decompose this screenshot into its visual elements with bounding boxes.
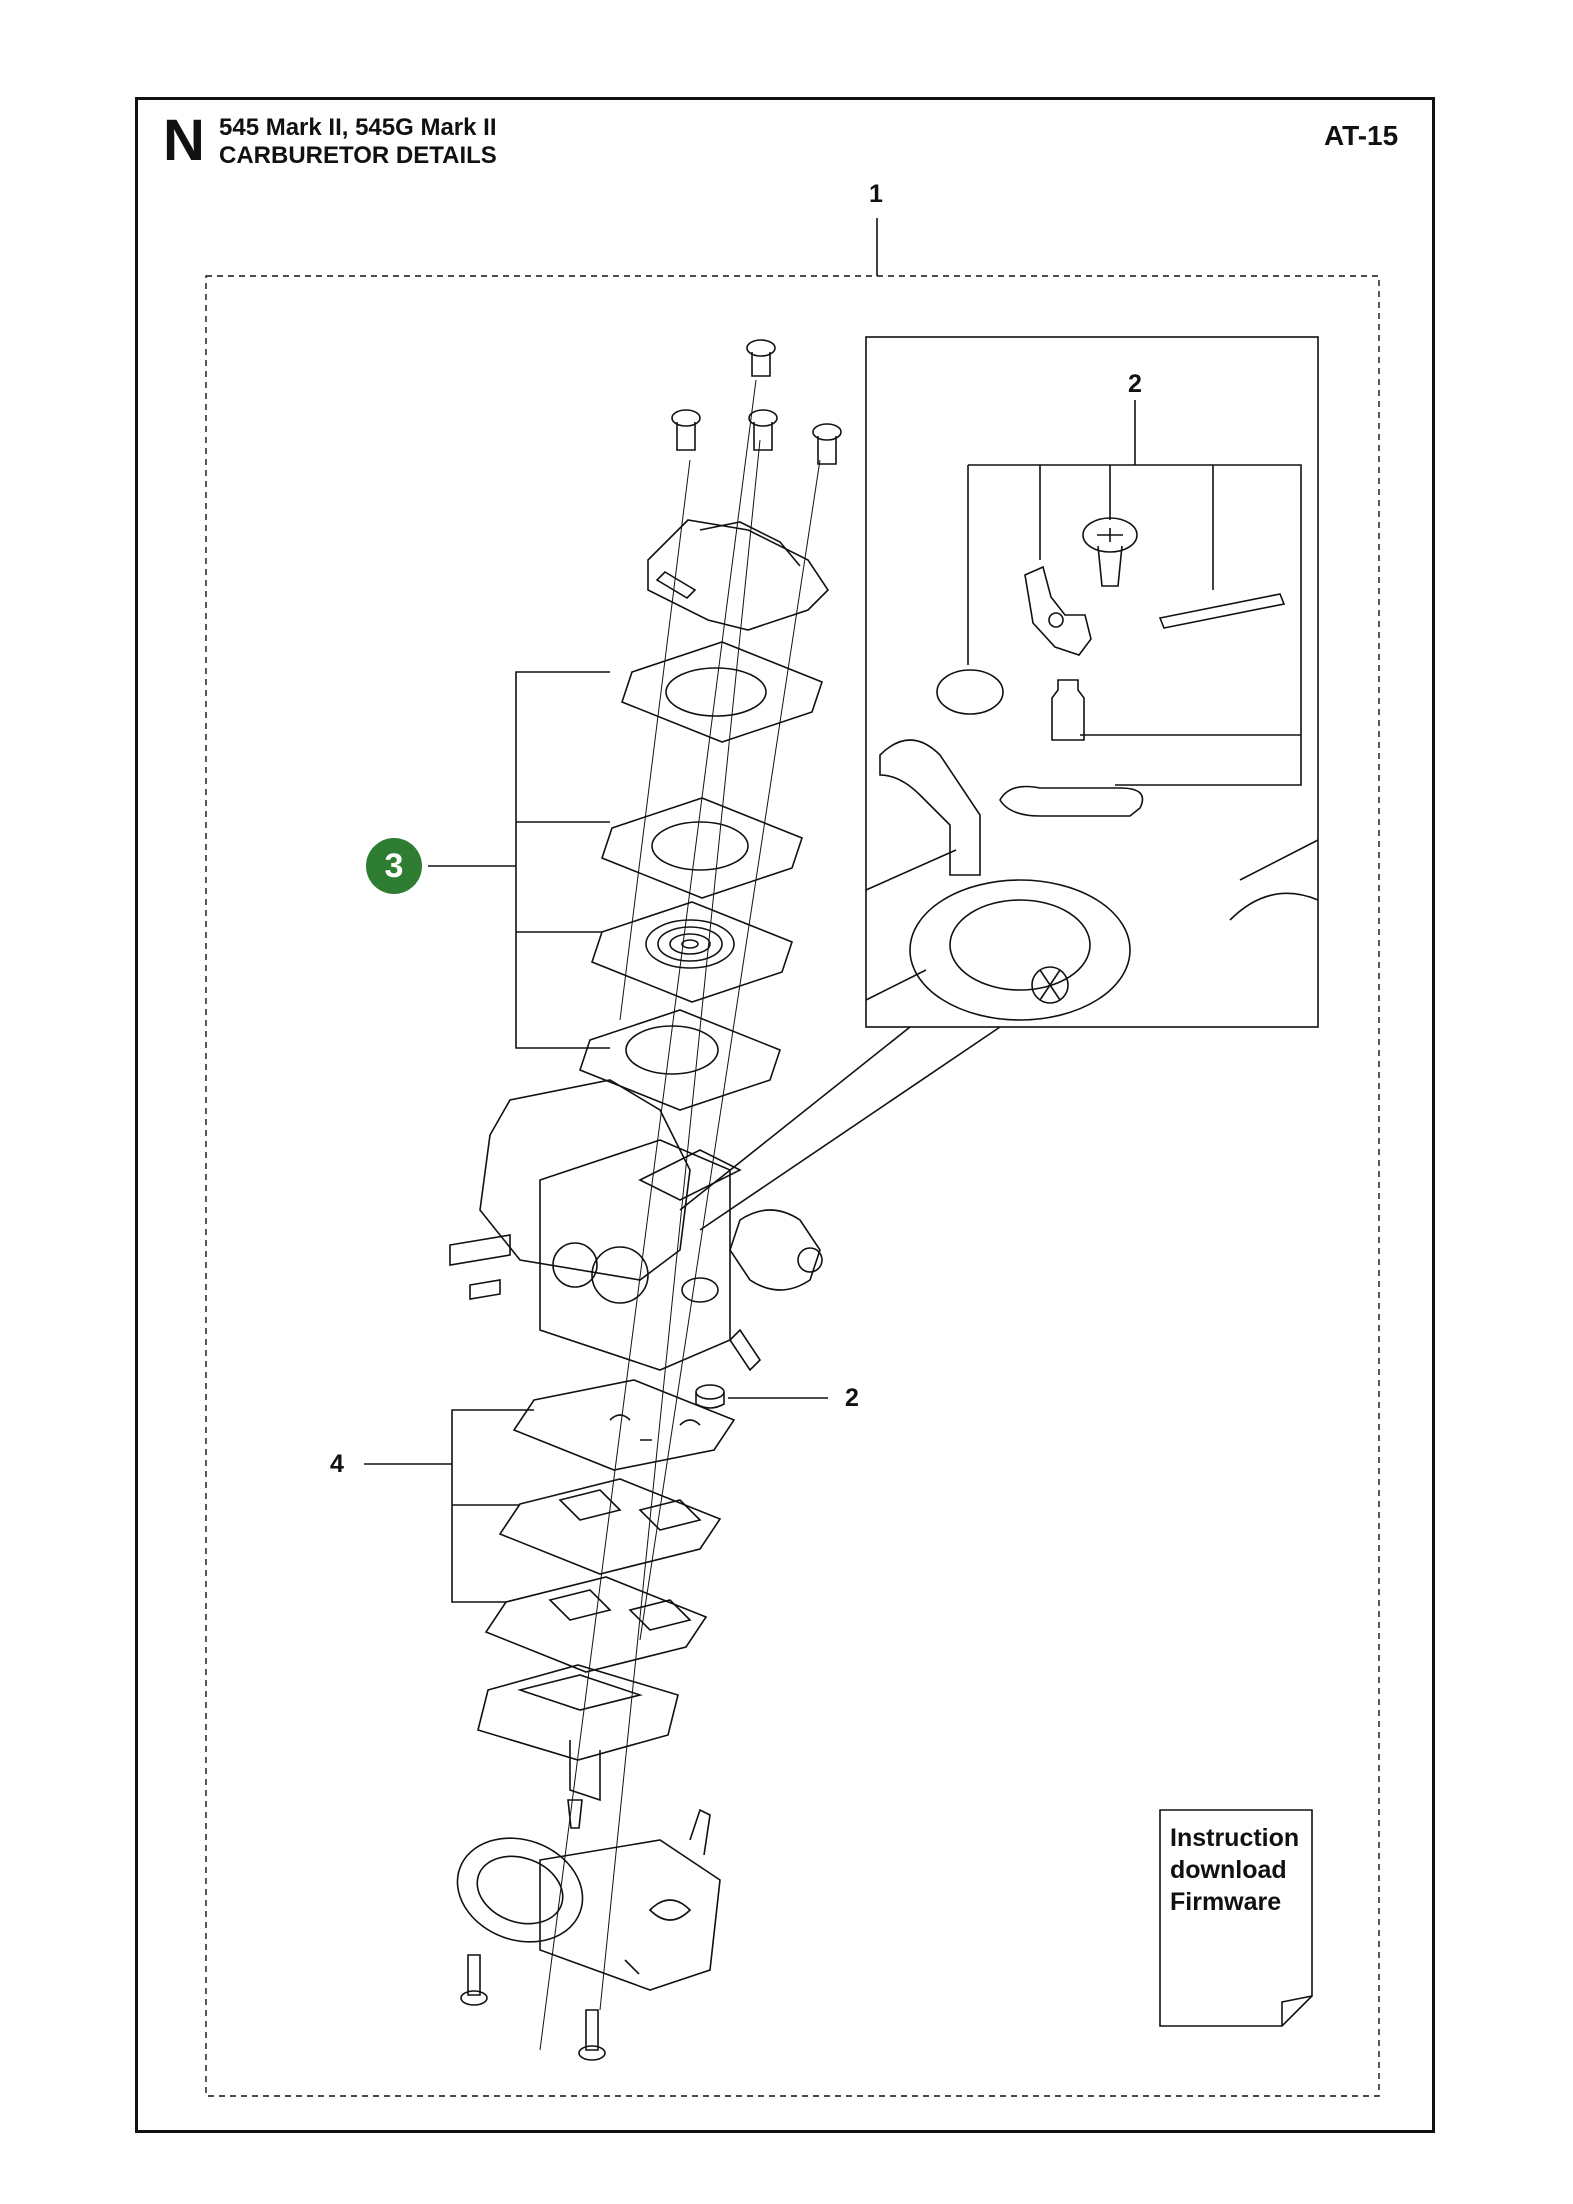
detail-inset-box — [865, 336, 1319, 1028]
pin-part — [1158, 593, 1286, 629]
fuel-pump-cover — [477, 1664, 679, 1761]
screw-head-inset — [1082, 517, 1138, 553]
throttle-housing — [456, 1808, 721, 1991]
bracket-kit-4 — [451, 1409, 534, 1603]
inset-pointer-left — [679, 1026, 911, 1211]
callout-2-inset: 2 — [1128, 370, 1142, 398]
fuel-pipe — [879, 739, 981, 876]
fuel-filter — [695, 1384, 725, 1400]
gasket-kit — [484, 1379, 736, 1673]
cover-screws — [671, 339, 842, 465]
pump-cover — [647, 519, 830, 631]
note-line-1: Instruction — [1170, 1824, 1300, 1852]
callout-3-badge: 3 — [366, 838, 422, 894]
section-letter: N — [163, 108, 205, 173]
callout-4: 4 — [330, 1450, 344, 1478]
note-line-3: Firmware — [1170, 1888, 1282, 1916]
needle-valve-part — [1051, 679, 1085, 741]
lever-part — [1024, 565, 1092, 656]
metering-lever — [999, 785, 1144, 817]
housing-screws — [460, 1954, 606, 2061]
page-code: AT-15 — [1324, 120, 1399, 151]
callout-1: 1 — [869, 180, 883, 208]
note-line-2: download — [1170, 1856, 1287, 1884]
callout-2-filter: 2 — [845, 1384, 859, 1412]
bracket-inset — [968, 464, 1302, 786]
carburetor-body — [449, 1079, 823, 1372]
model-name: 545 Mark II, 545G Mark II — [219, 114, 497, 141]
instruction-note: Instruction download Firmware — [1170, 1822, 1299, 1918]
inset-pointer-right — [699, 1026, 1001, 1231]
pump-screw — [567, 1799, 583, 1829]
page-frame — [135, 97, 1435, 2133]
diaphragm-disc-inset — [936, 669, 1004, 715]
assembly-boundary — [205, 275, 1380, 2097]
page-title: CARBURETOR DETAILS — [219, 142, 497, 169]
diaphragm-kit — [579, 641, 823, 1111]
doc-note-shape — [1159, 1809, 1313, 2027]
bracket-kit-3 — [515, 671, 610, 1049]
